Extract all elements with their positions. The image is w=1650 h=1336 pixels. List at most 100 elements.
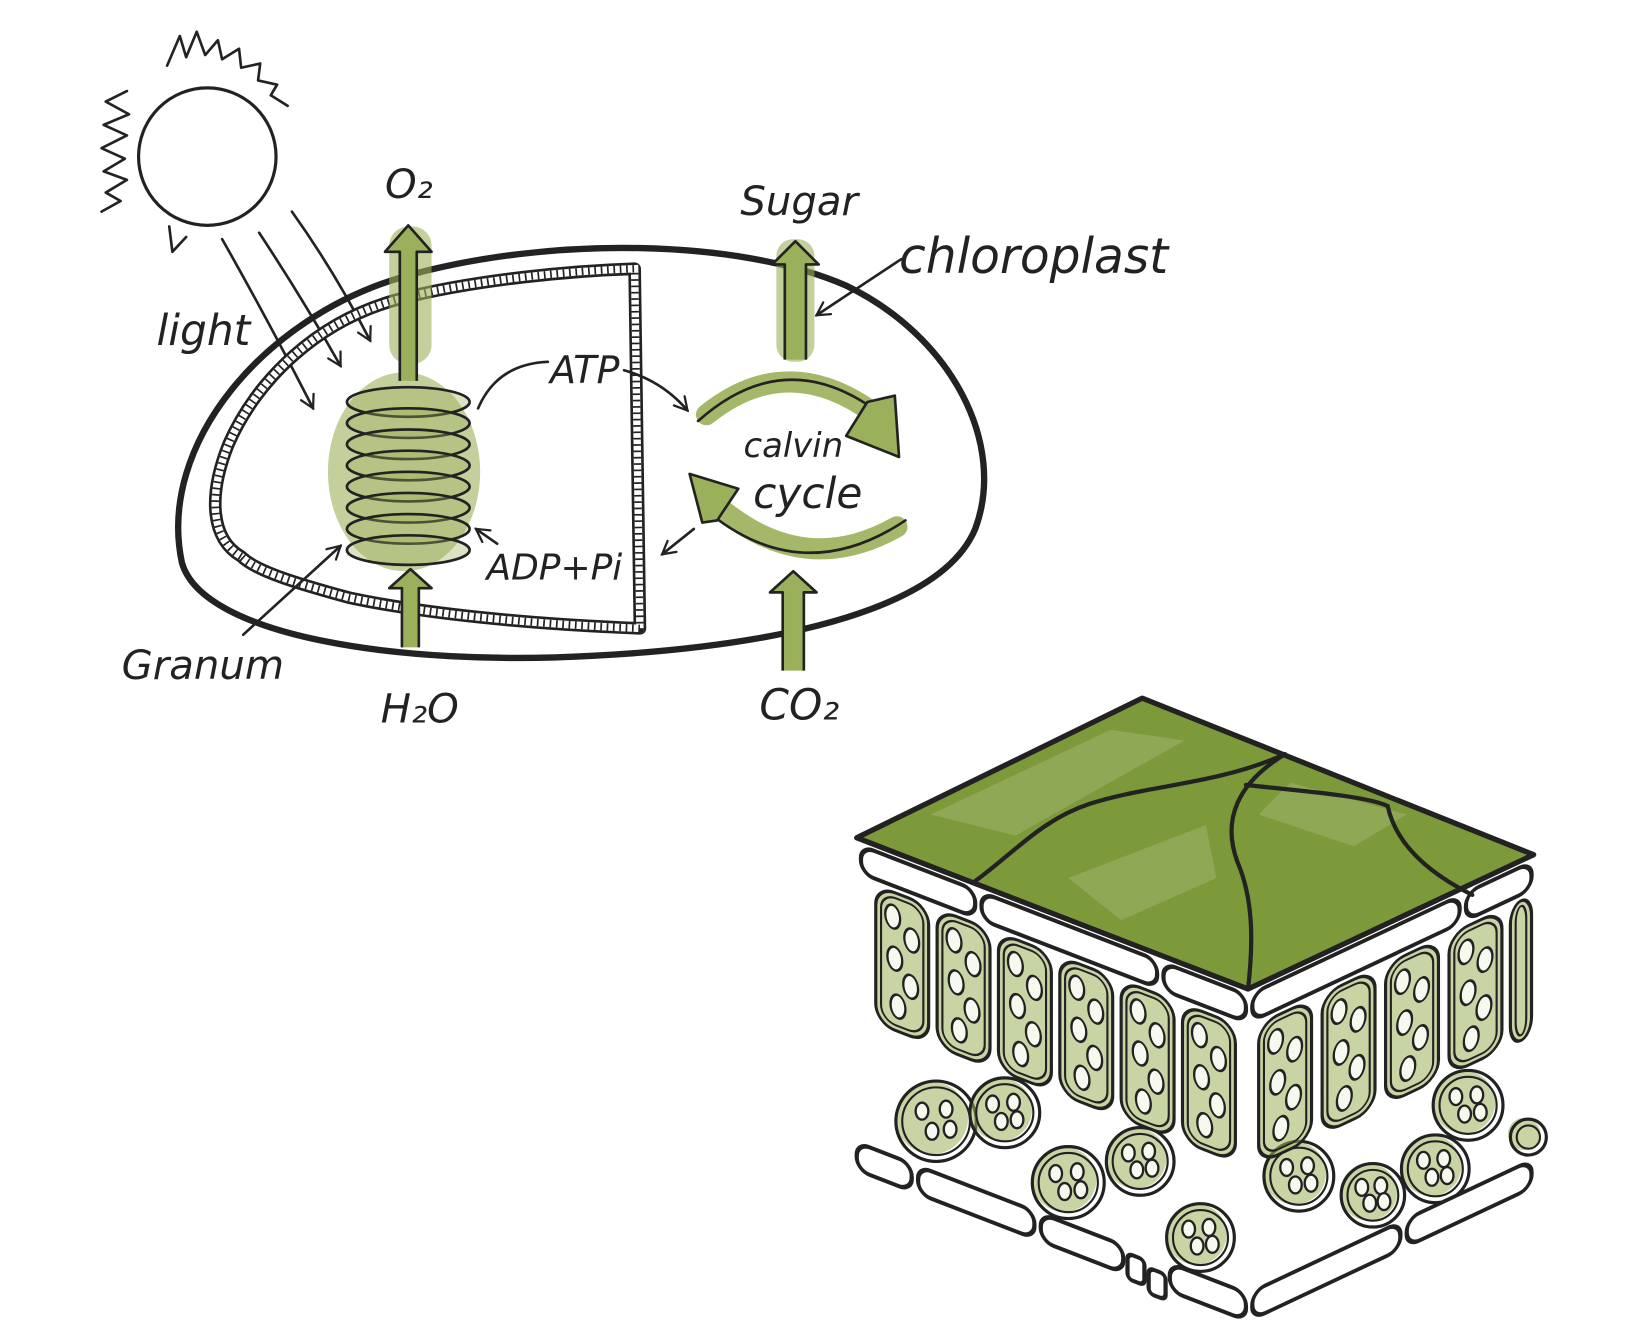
thylakoid-disc xyxy=(345,533,471,567)
palisade-cell xyxy=(1383,944,1441,1099)
light-arrows xyxy=(220,210,372,411)
chloroplast-organelle xyxy=(1469,1085,1485,1105)
chloroplast-organelle xyxy=(1129,1160,1145,1180)
chloroplast-organelle xyxy=(1462,1025,1480,1053)
chloroplast-organelle xyxy=(1189,1236,1205,1256)
chloroplast-organelle xyxy=(1024,1020,1042,1048)
spongy-cell xyxy=(1030,1145,1106,1221)
chloroplast-organelle xyxy=(1012,1040,1030,1068)
atp-arrow-from-granum xyxy=(476,360,550,410)
guard-cell xyxy=(1146,1267,1168,1301)
spongy-cell xyxy=(1262,1139,1336,1213)
chloroplast-organelle xyxy=(884,903,902,930)
light-arrow xyxy=(257,231,342,369)
sun-icon xyxy=(100,30,290,254)
chloroplast-organelle xyxy=(1006,1092,1022,1112)
calvin-label: calvin xyxy=(744,426,844,465)
chloroplast-organelle xyxy=(985,1094,1001,1114)
granum xyxy=(345,385,471,567)
chloroplast-organelle xyxy=(1025,974,1043,1002)
chloroplast-organelle xyxy=(1204,1234,1220,1254)
chloroplast-organelle xyxy=(1472,1102,1488,1122)
cell-wall xyxy=(973,752,1288,884)
chloroplast-organelle xyxy=(1349,1005,1367,1033)
o2-label: O₂ xyxy=(385,162,433,208)
chloroplast-organelle xyxy=(914,1101,930,1121)
chloroplast-organelle xyxy=(945,927,963,954)
chloroplast-organelle xyxy=(1087,998,1105,1025)
chloroplast-organelle xyxy=(1475,994,1493,1022)
spongy-cell xyxy=(1431,1068,1505,1142)
upper-epidermis-cell xyxy=(1250,898,1462,1019)
chloroplast-organelle xyxy=(938,1099,954,1119)
chloroplast-organelle xyxy=(1208,1092,1226,1119)
spongy-cell xyxy=(1399,1133,1471,1205)
lower-epidermis-cell xyxy=(915,1167,1037,1237)
spongy-mesophyll xyxy=(894,1068,1548,1274)
chloroplast-organelle xyxy=(1457,1104,1473,1124)
chloroplast-organelle xyxy=(902,973,920,1001)
leaf-left-face xyxy=(854,847,1249,1319)
chloroplast-organelle xyxy=(1279,1157,1295,1178)
chloroplast-organelle xyxy=(1141,1141,1157,1161)
calvin-cycle: calvin cycle xyxy=(688,371,908,560)
granum-pointer xyxy=(241,544,343,637)
stoma xyxy=(1125,1252,1168,1301)
chloroplast-organelle xyxy=(889,993,907,1020)
spongy-cell xyxy=(1339,1161,1407,1229)
chloroplast-organelle xyxy=(1362,1193,1378,1213)
inner-membrane xyxy=(208,262,647,635)
chloroplast-organelle xyxy=(1411,1024,1430,1051)
chloroplast-organelle xyxy=(1284,1083,1303,1111)
spongy-cell xyxy=(968,1076,1042,1150)
spongy-cell xyxy=(1507,1117,1548,1157)
chloroplast-outer-membrane xyxy=(175,244,988,662)
chloroplast-organelle xyxy=(1209,1045,1228,1073)
chloroplast-organelle xyxy=(1415,1150,1431,1170)
lower-epidermis-cell xyxy=(1038,1215,1126,1272)
chloroplast-organelle xyxy=(1134,1088,1152,1115)
chloroplast-organelle xyxy=(1148,1022,1166,1049)
chloroplast-organelle xyxy=(1269,1068,1287,1096)
adp-arrow-from-calvin xyxy=(660,527,696,556)
chloroplast-organelle xyxy=(1354,1177,1370,1197)
palisade-cell xyxy=(874,889,931,1039)
chloroplast-organelle xyxy=(1069,1162,1085,1182)
chloroplast-organelle xyxy=(1181,1219,1197,1239)
chloroplast-organelle xyxy=(903,927,921,954)
co2-arrow xyxy=(768,569,818,671)
chloroplast-organelle xyxy=(964,950,982,978)
light-label: light xyxy=(157,306,252,355)
palisade-cell xyxy=(1508,898,1534,1043)
palisade-cell xyxy=(1119,984,1176,1134)
chloroplast-organelle xyxy=(1129,998,1147,1025)
chloroplast-organelle xyxy=(1396,1009,1414,1037)
chloroplast-organelle xyxy=(1192,1063,1211,1091)
palisade-cell xyxy=(1257,1004,1314,1159)
chloroplast-organelle xyxy=(1330,998,1348,1025)
chloroplast-organelle xyxy=(1436,1149,1452,1169)
upper-epidermis-cell xyxy=(1161,964,1249,1021)
chloroplast-organelle xyxy=(1070,1016,1088,1044)
chloroplast-organelle xyxy=(1373,1176,1389,1196)
upper-epidermis-cell xyxy=(858,847,978,916)
chloroplast-organelle xyxy=(1008,992,1027,1020)
adp-arrow-to-granum xyxy=(474,527,499,546)
chloroplast-organelle xyxy=(886,945,904,972)
chloroplast-organelle xyxy=(1201,1217,1217,1238)
chloroplast-organelle xyxy=(1196,1111,1214,1139)
chloroplast-organelle xyxy=(1120,1143,1136,1163)
sugar-arrow xyxy=(770,239,820,360)
chloroplast-organelle xyxy=(1048,1163,1064,1184)
chloroplast-organelle xyxy=(1057,1181,1073,1202)
palisade-cell xyxy=(1180,1008,1237,1158)
chloroplast-organelle xyxy=(950,1017,968,1044)
cell-wall xyxy=(1243,782,1475,897)
chloroplast-organelle xyxy=(1459,979,1477,1007)
chloroplast-organelle xyxy=(1068,974,1086,1001)
chloroplast-organelle xyxy=(1144,1158,1160,1178)
chloroplast-organelle xyxy=(963,997,981,1024)
light-arrow xyxy=(220,237,315,411)
chloroplast-label: chloroplast xyxy=(899,229,1170,285)
chloroplast-organelle xyxy=(1300,1156,1316,1176)
